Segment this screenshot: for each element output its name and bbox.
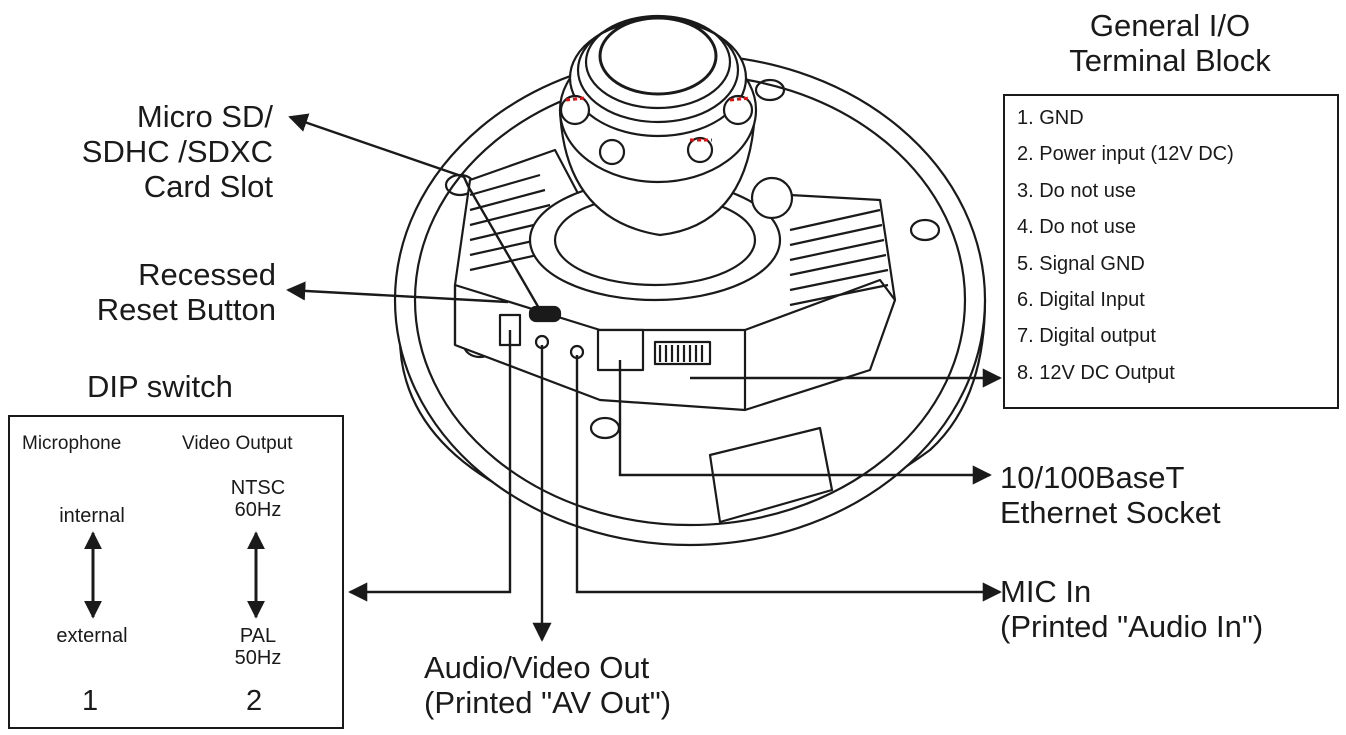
av-out-line2: (Printed "AV Out") <box>424 685 672 720</box>
io-pin-6: 6. Digital Input <box>1017 289 1145 312</box>
mic-in-label: MIC In (Printed "Audio In") <box>1000 574 1263 644</box>
dip-double-arrows <box>84 531 265 619</box>
ethernet-label: 10/100BaseT Ethernet Socket <box>1000 460 1221 530</box>
dip-col2-header: Video Output <box>182 433 293 454</box>
dip-col2-top: NTSC 60Hz <box>198 477 318 521</box>
dip-col2-number: 2 <box>246 685 263 717</box>
dip-50hz: 50Hz <box>234 647 282 669</box>
reset-button-label: Recessed Reset Button <box>97 257 276 327</box>
mic-in-line2: (Printed "Audio In") <box>1000 609 1264 644</box>
av-out-label: Audio/Video Out (Printed "AV Out") <box>424 650 671 720</box>
io-title-line1: General I/O <box>1089 8 1251 43</box>
sd-card-line1: Micro SD/ <box>136 99 273 134</box>
dip-ntsc: NTSC <box>230 477 286 499</box>
io-pin-8: 8. 12V DC Output <box>1017 361 1175 384</box>
io-pin-1: 1. GND <box>1017 107 1084 129</box>
dip-switch-title: DIP switch <box>87 369 233 404</box>
mic-in-line1: MIC In <box>1000 574 1092 609</box>
io-pin-3: 3. Do not use <box>1017 179 1136 202</box>
io-terminal-title: General I/O Terminal Block <box>1000 8 1340 78</box>
reset-line2: Reset Button <box>96 292 276 327</box>
dip-60hz: 60Hz <box>234 499 282 521</box>
dip-col2-bottom: PAL 50Hz <box>198 625 318 669</box>
leader-dip <box>348 330 512 602</box>
io-title-line2: Terminal Block <box>1069 43 1271 78</box>
leader-ethernet <box>618 360 992 485</box>
ethernet-line1: 10/100BaseT <box>1000 460 1185 495</box>
io-pin-2: 2. Power input (12V DC) <box>1017 143 1234 166</box>
sd-card-label: Micro SD/ SDHC /SDXC Card Slot <box>82 99 273 204</box>
io-pin-5: 5. Signal GND <box>1017 252 1145 275</box>
sd-card-line3: Card Slot <box>143 169 273 204</box>
dip-col1-number: 1 <box>82 685 99 717</box>
av-out-line1: Audio/Video Out <box>424 650 650 685</box>
dip-col1-bottom: external <box>56 625 128 647</box>
io-terminal-box: 1. GND 2. Power input (12V DC) 3. Do not… <box>1003 94 1339 409</box>
ethernet-line2: Ethernet Socket <box>1000 495 1221 530</box>
leader-reset <box>286 281 509 304</box>
io-terminal-list: 1. GND 2. Power input (12V DC) 3. Do not… <box>1005 96 1337 391</box>
leader-mic-in <box>575 355 1002 602</box>
dip-pal: PAL <box>239 625 277 647</box>
leader-sd-card <box>288 113 542 311</box>
sd-card-line2: SDHC /SDXC <box>81 134 273 169</box>
io-pin-7: 7. Digital output <box>1017 325 1156 348</box>
reset-line1: Recessed <box>138 257 276 292</box>
io-pin-4: 4. Do not use <box>1017 216 1136 239</box>
dip-col1-top: internal <box>59 505 125 527</box>
dip-col1-header: Microphone <box>22 433 122 454</box>
dip-switch-box: Microphone Video Output internal externa… <box>8 415 344 729</box>
